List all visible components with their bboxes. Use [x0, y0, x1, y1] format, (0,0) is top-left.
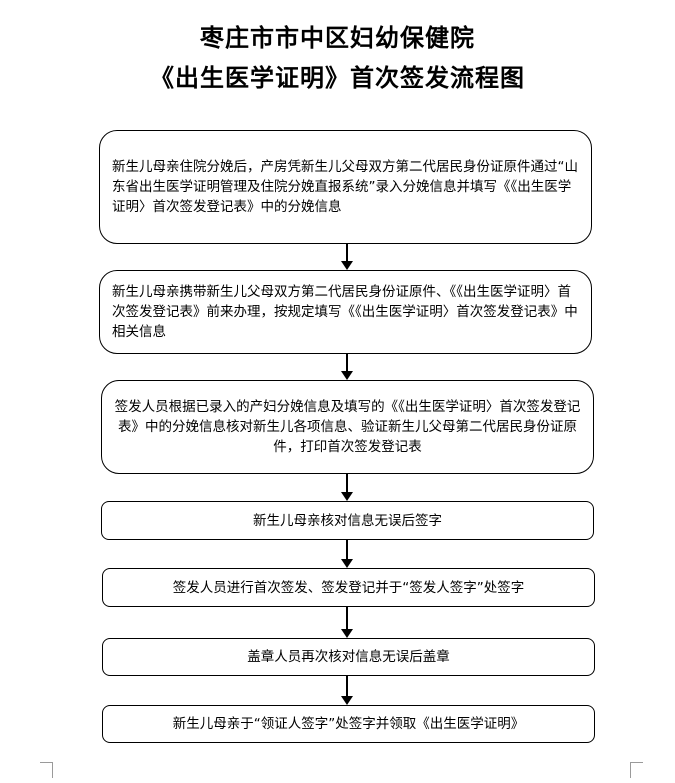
page-corner-mark-left: [40, 762, 53, 778]
flow-step-5-box: 签发人员进行首次签发、签发登记并于“签发人签字”处签字: [102, 568, 595, 607]
flow-step-7-text: 新生儿母亲于“领证人签字”处签字并领取《出生医学证明》: [172, 716, 525, 732]
flow-step-1-text: 新生儿母亲住院分娩后，产房凭新生儿父母双方第二代居民身份证原件通过“山东省出生医…: [112, 159, 578, 215]
page-corner-mark-right: [630, 762, 643, 778]
flow-arrow-6-7: [341, 676, 353, 705]
flow-step-7-box: 新生儿母亲于“领证人签字”处签字并领取《出生医学证明》: [102, 705, 595, 743]
flow-step-4-text: 新生儿母亲核对信息无误后签字: [253, 512, 442, 529]
flow-step-2-box: 新生儿母亲携带新生儿父母双方第二代居民身份证原件、《《出生医学证明〉首次签发登记…: [99, 270, 592, 354]
page-title-process: 《出生医学证明》首次签发流程图: [150, 64, 525, 92]
flow-arrow-1-2: [341, 244, 353, 270]
flow-step-5-text: 签发人员进行首次签发、签发登记并于“签发人签字”处签字: [172, 579, 525, 596]
flow-arrow-3-4: [341, 474, 353, 501]
flow-arrow-2-3: [341, 354, 353, 380]
flow-step-6-box: 盖章人员再次核对信息无误后盖章: [102, 638, 595, 676]
flow-step-1-box: 新生儿母亲住院分娩后，产房凭新生儿父母双方第二代居民身份证原件通过“山东省出生医…: [99, 130, 592, 244]
flow-step-6-text: 盖章人员再次核对信息无误后盖章: [247, 649, 450, 665]
flow-step-4-box: 新生儿母亲核对信息无误后签字: [101, 501, 594, 540]
page-title-hospital: 枣庄市市中区妇幼保健院: [200, 24, 475, 52]
flow-arrow-4-5: [341, 540, 353, 568]
flow-step-2-text: 新生儿母亲携带新生儿父母双方第二代居民身份证原件、《《出生医学证明〉首次签发登记…: [112, 284, 578, 340]
flow-step-3-box: 签发人员根据已录入的产妇分娩信息及填写的《《出生医学证明〉首次签发登记表》中的分…: [101, 380, 594, 474]
flow-arrow-5-6: [341, 607, 353, 638]
flow-step-3-text: 签发人员根据已录入的产妇分娩信息及填写的《《出生医学证明〉首次签发登记表》中的分…: [114, 399, 581, 455]
